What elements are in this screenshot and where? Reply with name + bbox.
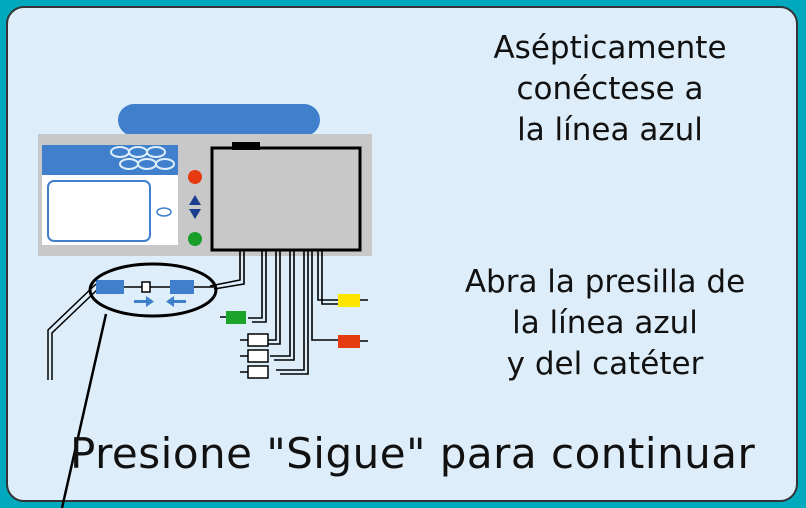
- white-connectors: [247, 333, 269, 379]
- pump-module-top-tab: [232, 142, 260, 150]
- instruction-line: la línea azul: [517, 112, 703, 148]
- continue-prompt: Presione "Sigue" para continuar: [70, 429, 756, 478]
- pump-module: [210, 146, 362, 252]
- green-connector: [226, 311, 246, 324]
- instruction-line: Abra la presilla de: [464, 264, 746, 300]
- blue-line-tubing: [47, 283, 214, 380]
- blue-connector-right: [170, 280, 194, 294]
- green-indicator-icon: [188, 232, 202, 246]
- screen-bubbles-icon: [110, 146, 175, 170]
- device-handle: [118, 104, 320, 136]
- instruction-connect: Asépticamente conéctese a la línea azul: [430, 28, 790, 151]
- left-arrow-icon: [166, 296, 186, 307]
- pointer-line: [60, 313, 108, 508]
- device-knob-icon: [156, 207, 172, 217]
- device-screen: [47, 180, 151, 242]
- red-connector: [338, 335, 360, 348]
- device-screen-header: [42, 145, 178, 175]
- right-arrow-icon: [134, 296, 154, 307]
- instruction-open-clamp: Abra la presilla de la línea azul y del …: [415, 262, 795, 385]
- red-indicator-icon: [188, 170, 202, 184]
- blue-connector-left: [96, 280, 124, 294]
- tubing-lines: [209, 250, 340, 375]
- yellow-connector: [338, 294, 360, 307]
- instruction-line: Asépticamente: [493, 30, 727, 66]
- instruction-line: y del catéter: [506, 346, 704, 382]
- instruction-line: conéctese a: [516, 71, 704, 107]
- connector-joint: [141, 281, 151, 293]
- up-down-arrows-icon: [189, 195, 201, 219]
- instruction-line: la línea azul: [512, 305, 698, 341]
- highlight-ellipse: [88, 262, 218, 318]
